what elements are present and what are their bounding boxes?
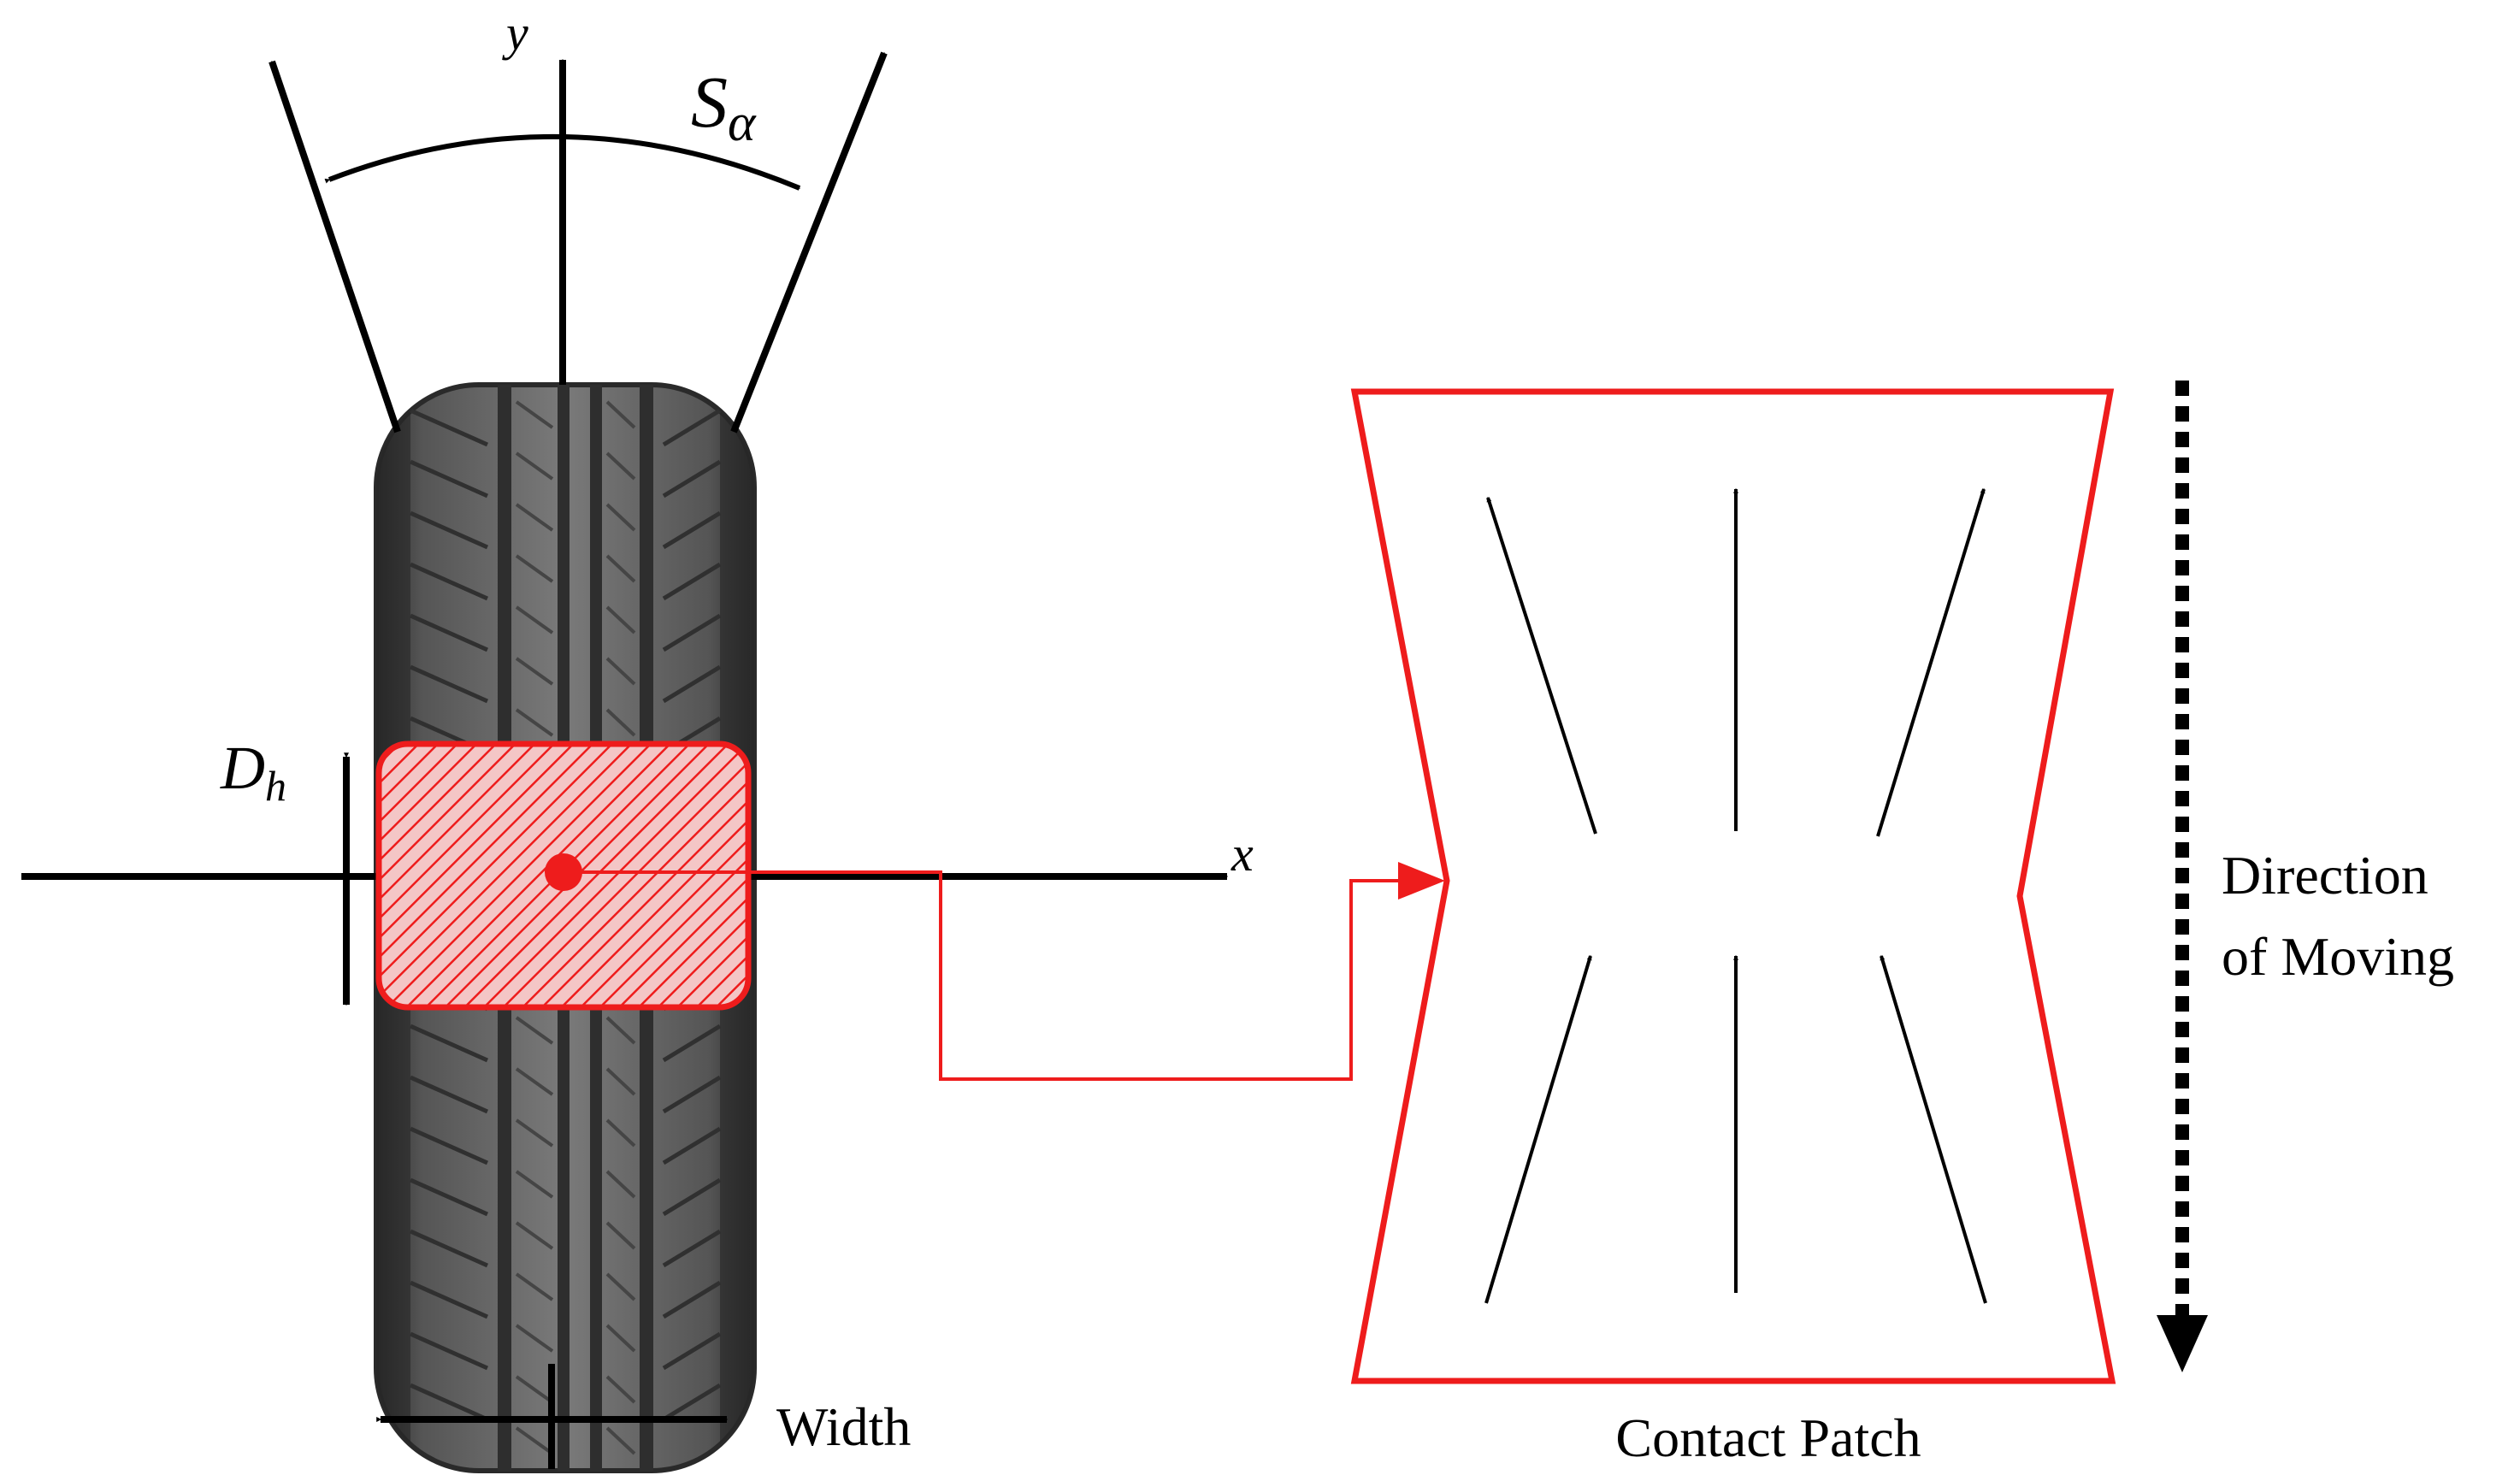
direction-label-line2: of Moving <box>2222 926 2454 987</box>
slip-vector-upper-left <box>1486 496 1597 835</box>
slip-angle-label: Sα <box>691 61 757 152</box>
direction-arrowhead <box>2157 1315 2208 1372</box>
slip-vector-lower-right <box>1880 954 1987 1304</box>
x-axis-label: x <box>1230 826 1254 882</box>
patch-connector <box>564 870 1428 1081</box>
tire-heading-axes <box>269 51 888 434</box>
slip-vector-field <box>1484 487 1987 1304</box>
right-slip-arrow <box>730 51 888 434</box>
slip-angle-arc <box>324 133 801 191</box>
contact-patch-label: Contact Patch <box>1615 1407 1921 1468</box>
y-axis-label: y <box>502 5 528 61</box>
slip-vector-upper-right <box>1876 487 1986 837</box>
dh-label: Dh <box>220 734 286 810</box>
left-slip-arrow <box>269 60 401 434</box>
slip-vector-lower-left <box>1484 954 1592 1304</box>
contact-patch-outline <box>1350 388 2116 1384</box>
width-label: Width <box>776 1396 911 1457</box>
patch-connector-arrowhead <box>1398 862 1445 900</box>
direction-label-line1: Direction <box>2222 845 2429 906</box>
